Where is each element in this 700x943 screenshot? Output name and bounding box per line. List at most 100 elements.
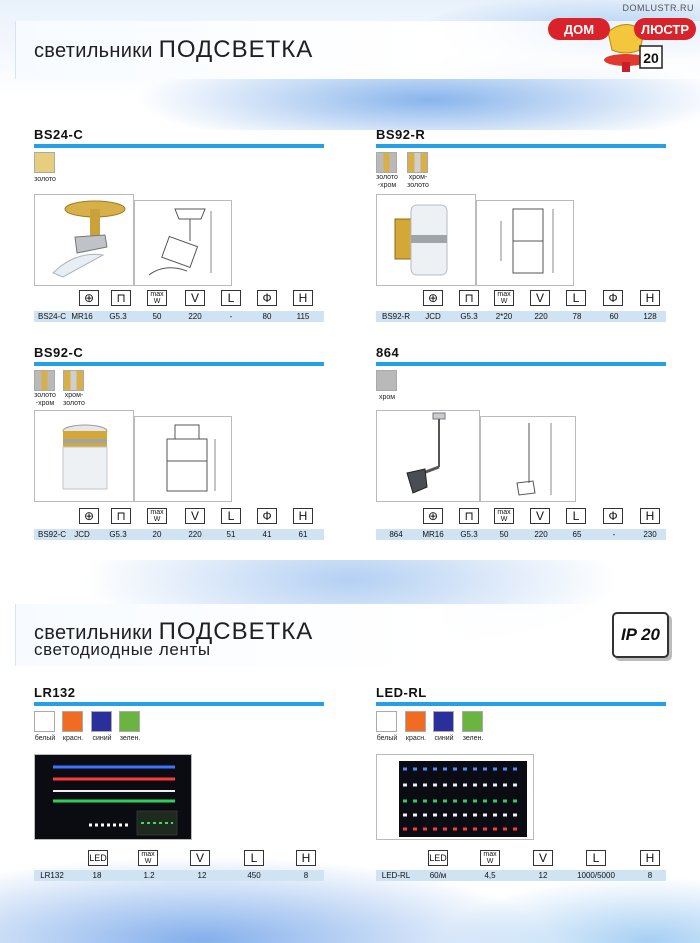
product-title: LED-RL [376, 685, 427, 700]
length-icon: L [244, 850, 264, 866]
diameter-icon: Ф [257, 508, 277, 524]
section-divider [376, 144, 666, 148]
page-title: светильники ПОДСВЕТКА [34, 36, 314, 63]
swatch-label: красн. [62, 735, 84, 742]
product-title: 864 [376, 345, 400, 360]
spec-row: BS92-R JCD G5.3 2*20 220 78 60 128 [376, 311, 666, 322]
section-header-band [15, 604, 700, 666]
socket-icon: ⊓ [111, 508, 131, 524]
logo-text-lustr: ЛЮСТР [641, 22, 689, 37]
product-photo [376, 410, 480, 502]
color-swatch-chrome-gold[interactable] [407, 152, 428, 173]
height-icon: H [293, 508, 313, 524]
height-icon: H [296, 850, 316, 866]
diameter-icon: Ф [603, 290, 623, 306]
product-title: BS24-C [34, 127, 84, 142]
product-title: BS92-C [34, 345, 84, 360]
swatch-label: белый [34, 735, 56, 742]
color-swatch-gold-chrome[interactable] [34, 370, 55, 391]
voltage-icon: V [190, 850, 210, 866]
voltage-icon: V [530, 290, 550, 306]
height-icon: H [293, 290, 313, 306]
socket-icon: ⊓ [459, 508, 479, 524]
site-url[interactable]: DOMLUSTR.RU [622, 3, 694, 13]
color-swatch-red[interactable] [405, 711, 426, 732]
diameter-icon: Ф [257, 290, 277, 306]
color-swatch-blue[interactable] [433, 711, 454, 732]
color-swatch-gold[interactable] [34, 152, 55, 173]
swatch-label: золото [34, 176, 56, 183]
length-icon: L [221, 508, 241, 524]
ip-rating-badge: IP 20 [612, 612, 669, 658]
led-count-icon: LED [88, 850, 108, 866]
product-photo [376, 194, 476, 286]
technical-drawing [476, 200, 574, 286]
voltage-icon: V [185, 508, 205, 524]
led-strip-photo [34, 754, 192, 840]
technical-drawing [134, 416, 232, 502]
led-count-icon: LED [428, 850, 448, 866]
technical-drawing [134, 200, 232, 286]
product-photo [34, 194, 134, 286]
spec-row: BS24-C MR16 G5.3 50 220 - 80 115 [34, 311, 324, 322]
voltage-icon: V [530, 508, 550, 524]
color-swatch-green[interactable] [119, 711, 140, 732]
section-subtitle: светодиодные ленты [34, 640, 211, 659]
spec-row: LED-RL 60/м 4,5 12 1000/5000 8 [376, 870, 666, 881]
product-title: BS92-R [376, 127, 426, 142]
product-photo [34, 410, 134, 502]
swatch-label: красн. [405, 735, 427, 742]
voltage-icon: V [185, 290, 205, 306]
logo-text-dom: ДОМ [564, 22, 594, 37]
swatch-label: зелен. [119, 735, 141, 742]
color-swatch-green[interactable] [462, 711, 483, 732]
logo-badge-text: 20 [643, 50, 659, 66]
length-icon: L [221, 290, 241, 306]
color-swatch-blue[interactable] [91, 711, 112, 732]
swatch-label: золото-хром [376, 174, 398, 189]
technical-drawing [480, 416, 576, 502]
lamp-type-icon: ⊕ [79, 508, 99, 524]
led-strip-photo [376, 754, 534, 840]
color-swatch-white[interactable] [376, 711, 397, 732]
spec-row: LR132 18 1.2 12 450 8 [34, 870, 324, 881]
length-icon: L [586, 850, 606, 866]
swatch-label: хром [378, 394, 396, 401]
product-title: LR132 [34, 685, 76, 700]
swatch-label: хром-золото [407, 174, 429, 189]
section-divider [376, 702, 666, 706]
color-swatch-gold-chrome[interactable] [376, 152, 397, 173]
voltage-icon: V [533, 850, 553, 866]
swatch-label: белый [376, 735, 398, 742]
socket-icon: ⊓ [459, 290, 479, 306]
spec-row: 864 MR16 G5.3 50 220 65 - 230 [376, 529, 666, 540]
height-icon: H [640, 290, 660, 306]
lamp-type-icon: ⊕ [79, 290, 99, 306]
color-swatch-chrome[interactable] [376, 370, 397, 391]
section-divider [376, 362, 666, 366]
color-swatch-red[interactable] [62, 711, 83, 732]
swatch-label: хром-золото [63, 392, 85, 407]
spec-row: BS92-C JCD G5.3 20 220 51 41 61 [34, 529, 324, 540]
section-divider [34, 362, 324, 366]
swatch-label: синий [92, 735, 112, 742]
swatch-label: золото-хром [34, 392, 56, 407]
section-divider [34, 144, 324, 148]
lamp-type-icon: ⊕ [423, 508, 443, 524]
length-icon: L [566, 508, 586, 524]
swatch-label: зелен. [462, 735, 484, 742]
height-icon: H [640, 850, 660, 866]
lamp-type-icon: ⊕ [423, 290, 443, 306]
color-swatch-chrome-gold[interactable] [63, 370, 84, 391]
socket-icon: ⊓ [111, 290, 131, 306]
section-title: светильники ПОДСВЕТКА [34, 618, 314, 645]
section-divider [34, 702, 324, 706]
height-icon: H [640, 508, 660, 524]
swatch-label: синий [434, 735, 454, 742]
color-swatch-white[interactable] [34, 711, 55, 732]
